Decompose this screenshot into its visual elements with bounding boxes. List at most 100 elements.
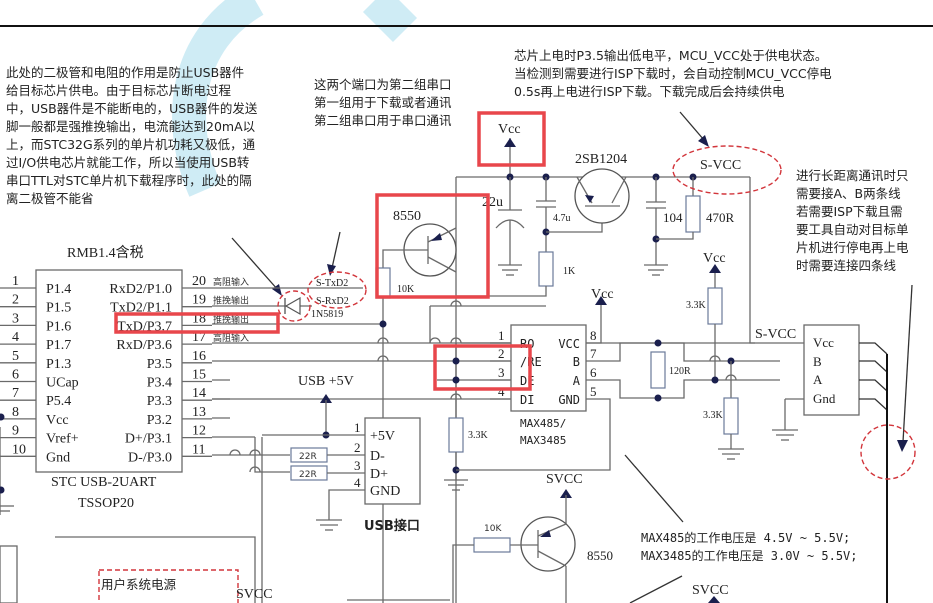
diode-part: 1N5819 — [311, 309, 343, 320]
vcc-arrow-icon — [709, 264, 721, 273]
diode-note: 此处的二极管和电阻的作用是防止USB器件 给目标芯片供电。由于目标芯片断电过程 … — [6, 65, 258, 206]
net-dot — [654, 339, 662, 347]
mcu-pin-number: 3 — [12, 311, 19, 326]
vcc-arrow-icon — [595, 296, 607, 305]
note-arrows — [231, 111, 913, 603]
transistor-icon — [574, 168, 630, 224]
max-vcc-label: Vcc — [591, 287, 614, 302]
mcu-pin-number: 10 — [12, 442, 26, 457]
max485-pin-number: 2 — [498, 346, 505, 361]
max485-name2: MAX3485 — [520, 434, 566, 447]
isolation-diode: 1N5819 — [260, 290, 343, 322]
max485-pin-name: GND — [558, 393, 580, 407]
max485-pin-number: 3 — [498, 365, 505, 380]
max485-pin-name: A — [573, 374, 581, 388]
signal-s-rxd2: S-RxD2 — [316, 296, 349, 307]
res-22r-b-label: 22R — [299, 470, 317, 480]
res-3k3-b-label: 3.3K — [703, 410, 724, 421]
mcu-pin-name: RxD2/P1.0 — [109, 282, 172, 297]
mcu-pin-number: 6 — [12, 368, 19, 383]
usb-pin-number: 2 — [354, 440, 361, 455]
port-note: 这两个端口为第二组串口 第一组用于下载或者通讯 第二组串口用于串口通讯 — [314, 77, 452, 128]
mcu-pin-number: 9 — [12, 424, 19, 439]
note-line: 进行长距离通讯时只 — [796, 168, 909, 183]
note-line: 片机进行停电再上电 — [796, 240, 909, 255]
q2-label: 2SB1204 — [575, 152, 627, 167]
ground-icon — [498, 264, 522, 276]
arrow-head-icon — [897, 440, 908, 452]
cap-104-label: 104 — [663, 210, 683, 225]
mcu-pin-number: 11 — [192, 442, 205, 457]
res-3k3-c-label: 3.3K — [468, 430, 489, 441]
note-line: 要工具自动对目标单 — [796, 222, 909, 237]
mcu-pin-name: D-/P3.0 — [128, 450, 172, 465]
mcu-pin-name: Vcc — [46, 413, 69, 428]
note-line: 脚一般都是强推挽输出，电流能达到20mA以 — [6, 119, 256, 134]
note-line: 过I/O供电芯片就能工作，所以当使用USB转 — [6, 155, 249, 170]
mcu-chip: RMB1.4含税 STC USB-2UART TSSOP20 1P1.42P1.… — [0, 245, 249, 511]
resistor-1k: 1K — [456, 251, 576, 297]
res-22r-a-label: 22R — [299, 452, 317, 462]
max485-pin-number: 1 — [498, 328, 505, 343]
mcu-pin-number: 13 — [192, 405, 206, 420]
mcu-pin-number: 4 — [12, 330, 19, 345]
mcu-name: STC USB-2UART — [51, 475, 157, 490]
mcu-pin-name: P3.4 — [147, 376, 172, 391]
mcu-pin-number: 8 — [12, 405, 19, 420]
s-vcc-connector-label: S-VCC — [755, 327, 796, 342]
mcu-pin-name: P1.4 — [46, 282, 71, 297]
usb-5v-label: USB +5V — [298, 374, 354, 389]
connector-body — [803, 324, 860, 416]
cap-4u7-label: 4.7u — [553, 213, 571, 224]
highlight-txd — [114, 312, 280, 334]
note-line: 中，USB器件是不能断电的，USB器件的发送 — [6, 101, 258, 116]
ground-icon — [0, 505, 14, 512]
s-vcc-highlight-ellipse — [672, 145, 782, 195]
note-line: 第一组用于下载或者通讯 — [314, 95, 452, 110]
user-power-section: 用户系统电源 SVCC SVCC — [0, 536, 729, 603]
mcu-pin-number: 12 — [192, 424, 206, 439]
q3-label: 8550 — [587, 548, 613, 563]
max485-pin-number: 7 — [590, 346, 597, 361]
arrow-head-icon — [698, 135, 709, 147]
mcu-pin-name: P5.4 — [46, 394, 71, 409]
signal-s-txd2: S-TxD2 — [316, 278, 348, 289]
net-dot — [711, 376, 719, 384]
termination-network: 120R Vcc 3.3K 3.3K — [635, 251, 780, 460]
max485-pin-name: DI — [520, 393, 534, 407]
usb-pin-name: +5V — [370, 429, 395, 444]
max485-body — [510, 324, 587, 412]
usb-port-body — [364, 417, 421, 505]
note-line: 串口TTL对STC单片机下载程序时，此处的隔 — [6, 173, 252, 188]
usb-5v-arrow-icon — [320, 394, 332, 403]
mcu-pin-name: P3.3 — [147, 394, 172, 409]
voltage-note: MAX485的工作电压是 4.5V ~ 5.5V; MAX3485的工作电压是 … — [641, 530, 858, 563]
net-dot — [452, 376, 460, 384]
capacitor-104: 104 — [644, 177, 683, 276]
mcu-pin-name: P1.6 — [46, 319, 71, 334]
usb-pin-number: 4 — [354, 475, 361, 490]
res-470r-label: 470R — [706, 210, 735, 225]
usb-port-title: USB接口 — [364, 518, 420, 534]
port-highlight-ellipse — [307, 271, 367, 309]
max485-pin-name: RO — [520, 337, 534, 351]
max485-pin-number: 6 — [590, 365, 597, 380]
mcu-pin-name: P3.5 — [147, 357, 172, 372]
rs485-note: 进行长距离通讯时只 需要接A、B两条线 若需要ISP下载且需 要工具自动对目标单… — [796, 168, 909, 273]
svcc-arrow-icon — [708, 596, 720, 603]
cap-22u-label: 22u — [482, 195, 503, 210]
connector-pin: Gnd — [813, 391, 836, 406]
q1-label: 8550 — [393, 209, 421, 224]
user-power-label: 用户系统电源 — [101, 577, 177, 592]
transistor-8550-q1: 8550 10K — [375, 209, 457, 603]
mcu-pin-number: 19 — [192, 293, 206, 308]
svcc-label: SVCC — [546, 472, 583, 487]
mcu-pin-number: 15 — [192, 368, 206, 383]
mcu-pin-mode: 推挽输出 — [213, 313, 249, 325]
mcu-pin-name: P1.5 — [46, 301, 71, 316]
ground-icon — [772, 429, 798, 441]
power-note: 芯片上电时P3.5输出低电平，MCU_VCC处于供电状态。 当检测到需要进行IS… — [514, 48, 832, 99]
res-120r-label: 120R — [669, 366, 691, 377]
